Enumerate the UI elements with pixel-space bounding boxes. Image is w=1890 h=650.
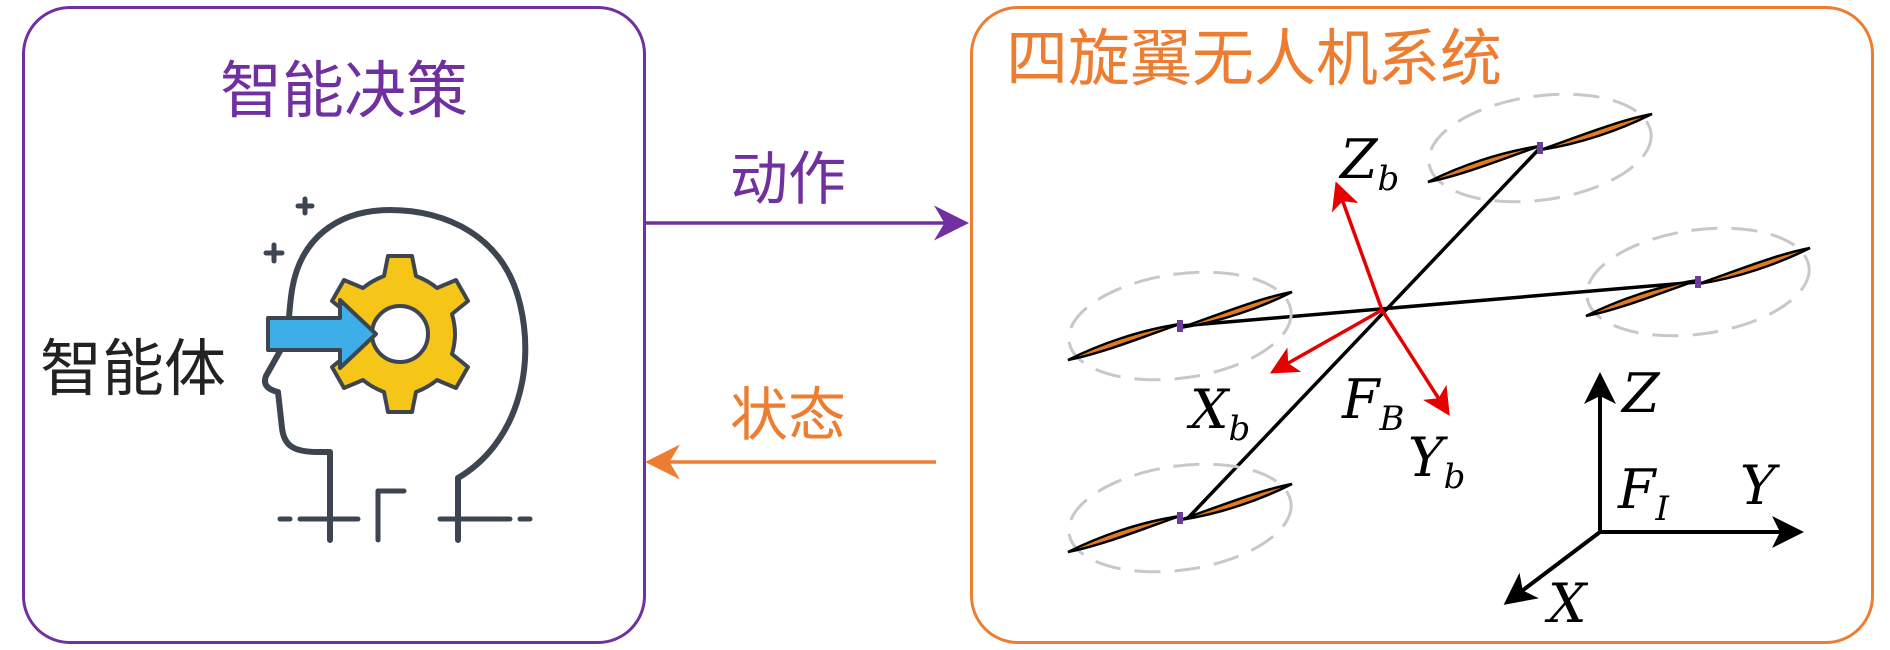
propeller-rear: [1060, 449, 1300, 587]
state-flow-label: 状态: [730, 381, 847, 449]
fi-label: FI: [1617, 458, 1669, 529]
xb-axis-arrow: [1269, 308, 1383, 374]
action-flow-label: 动作: [730, 145, 847, 213]
head-with-gear-icon: [262, 196, 533, 543]
gear-icon: [330, 254, 470, 414]
fb-label: FB: [1341, 368, 1404, 439]
head-outline: [262, 207, 529, 543]
yb-label: Yb: [1408, 426, 1465, 497]
sparkle-icon: [263, 196, 315, 264]
system-panel-title: 四旋翼无人机系统: [1006, 22, 1503, 95]
yb-axis-arrow: [1380, 309, 1450, 416]
body-frame: Zb Xb FB Yb: [1186, 128, 1465, 497]
zb-label: Zb: [1338, 128, 1399, 199]
input-arrow-icon: [266, 298, 378, 370]
agent-label: 智能体: [40, 332, 227, 405]
x-axis-label: X: [1544, 572, 1589, 635]
zb-axis-arrow: [1331, 181, 1384, 311]
base-line: [277, 488, 533, 543]
inertial-frame: Z Y X FI: [1503, 362, 1804, 635]
xb-label: Xb: [1186, 378, 1250, 449]
drone-arm-2: [1179, 280, 1699, 328]
propeller-right: [1578, 213, 1818, 351]
propeller-left: [1060, 257, 1300, 395]
drone-arm-1: [1186, 146, 1542, 520]
z-axis-label: Z: [1620, 362, 1661, 425]
propeller-front-right: [1420, 79, 1660, 217]
y-axis-label: Y: [1740, 454, 1780, 517]
x-axis-arrow: [1503, 530, 1602, 605]
decision-panel-title: 智能决策: [220, 54, 469, 127]
quadrotor-drone-icon: [1060, 79, 1818, 587]
